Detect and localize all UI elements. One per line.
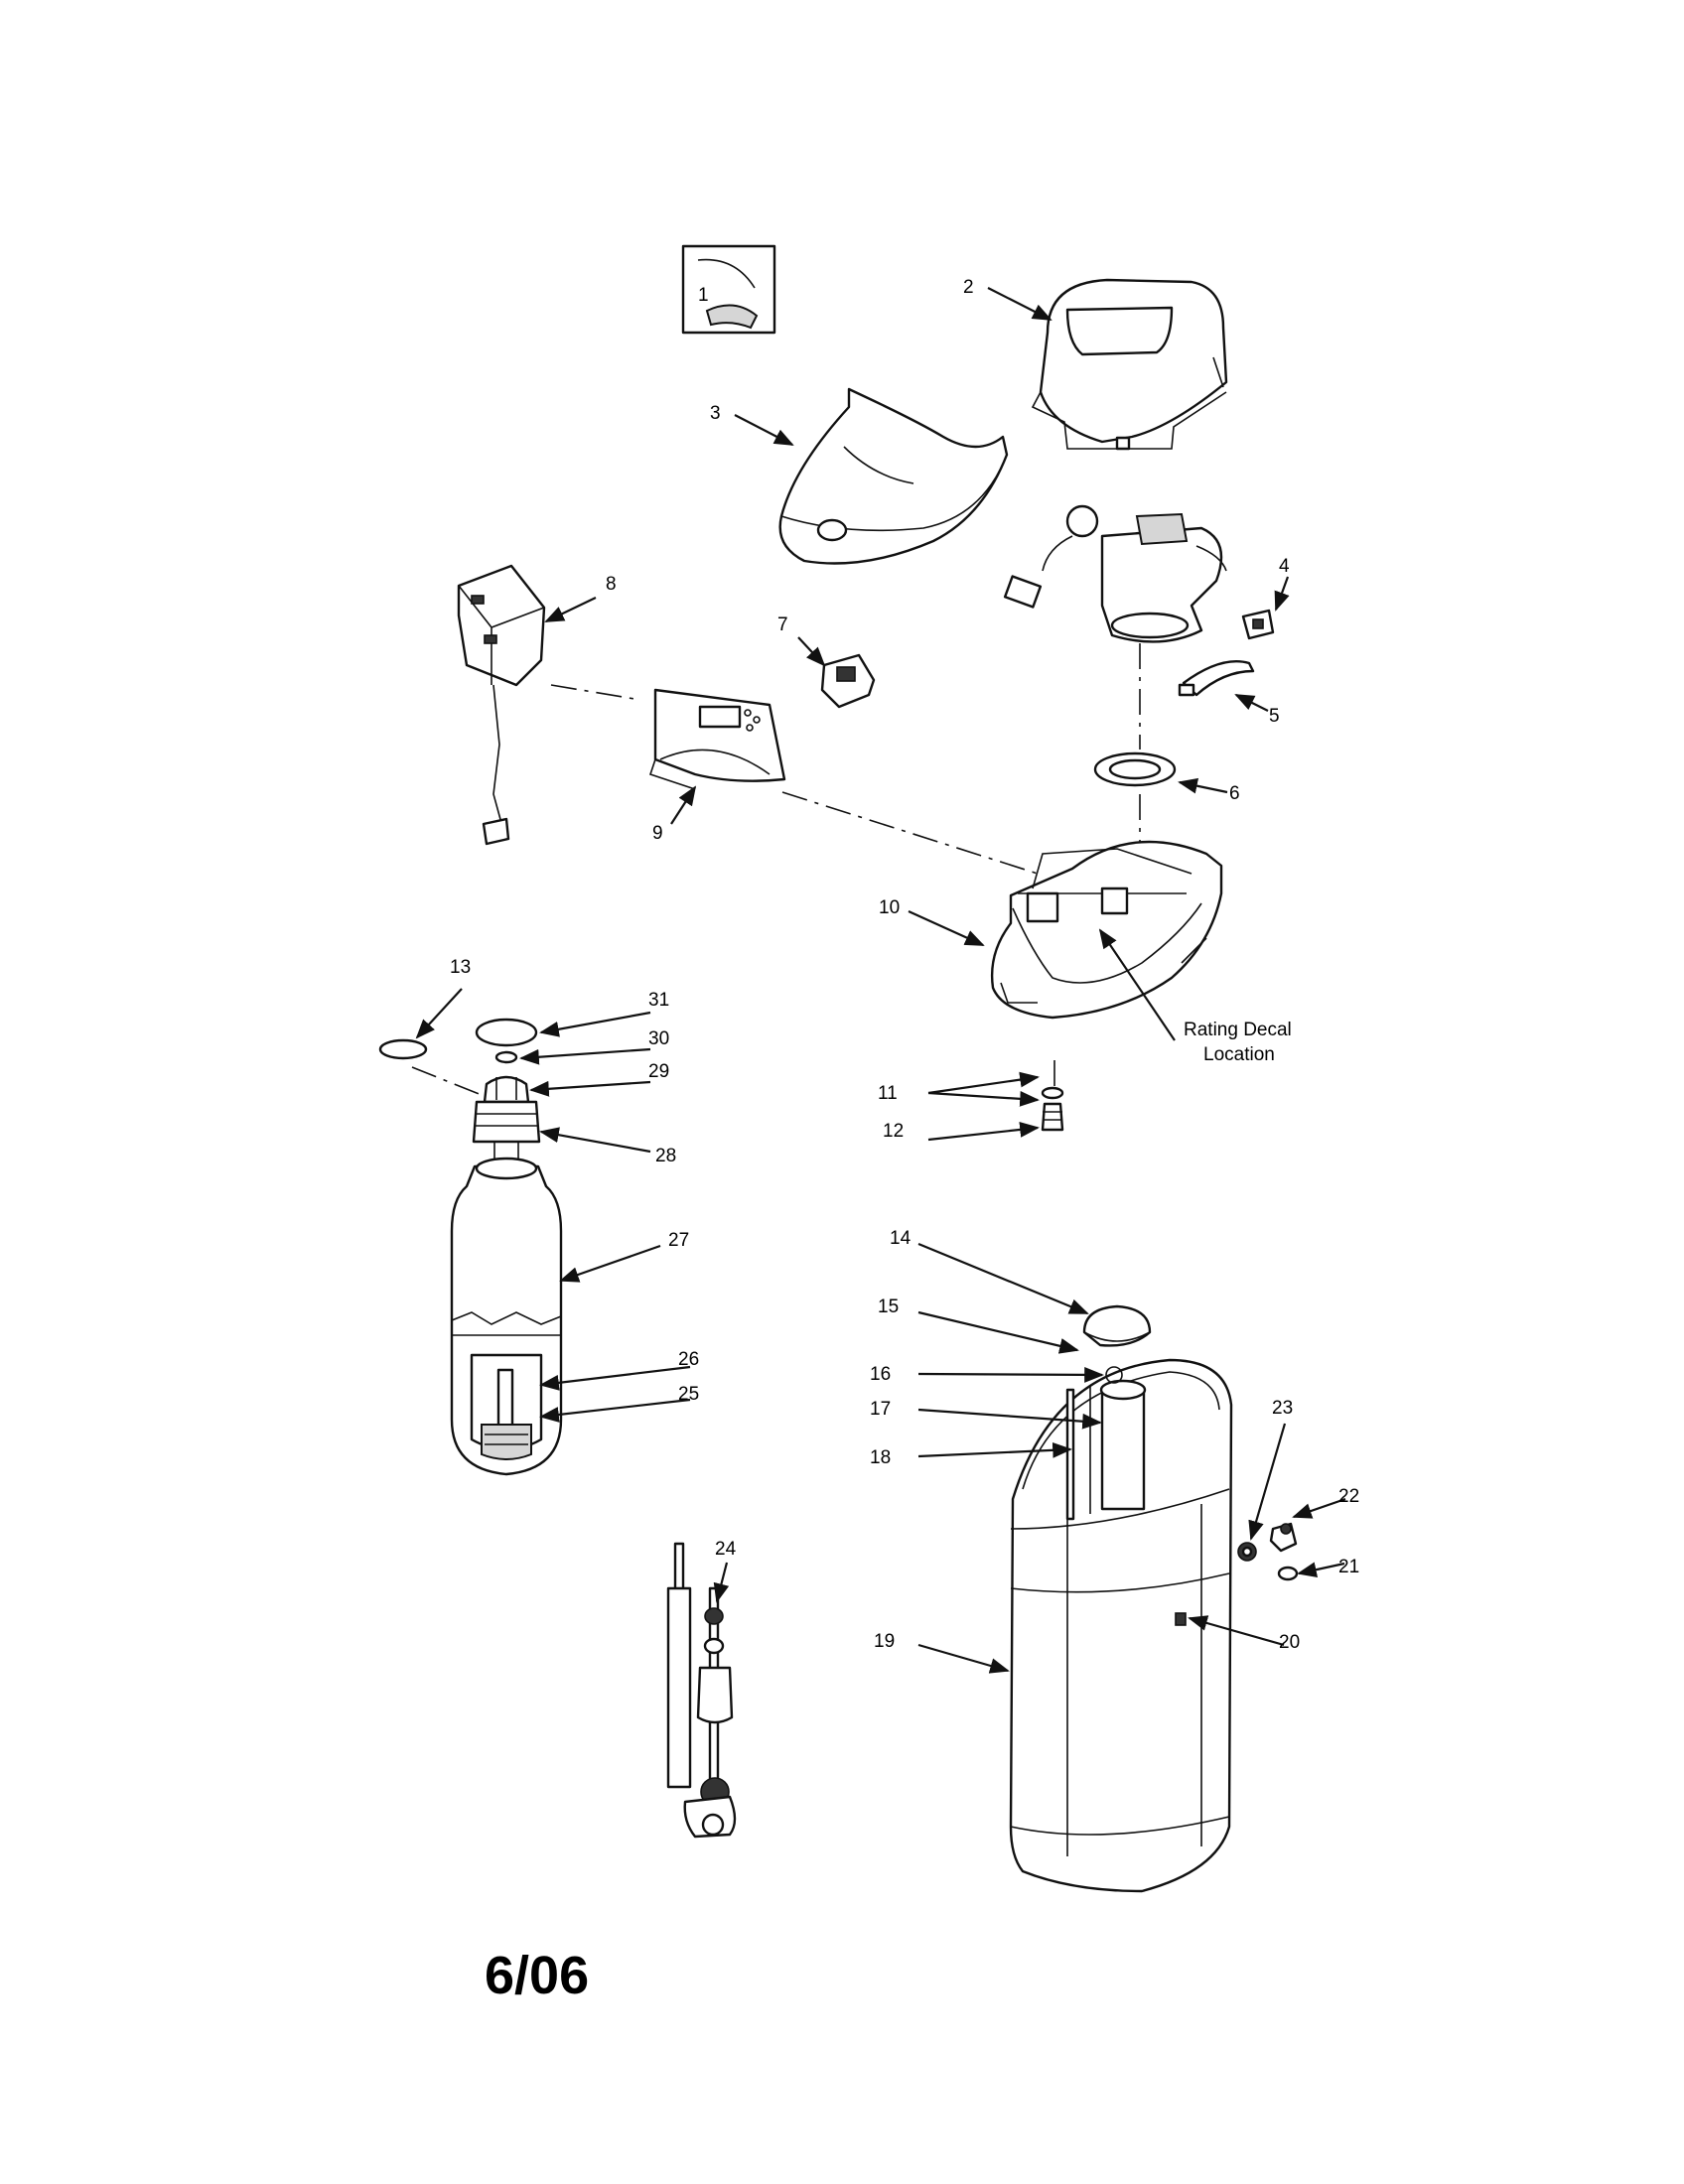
callout-17: 17 (870, 1399, 891, 1420)
alignment-lines (411, 643, 1141, 1117)
part-1-kit-box (681, 244, 776, 335)
callout-8: 8 (606, 574, 617, 595)
callout-22: 22 (1338, 1486, 1359, 1507)
part-20-plug (1175, 1612, 1187, 1626)
callout-1: 1 (698, 285, 709, 306)
part-2-top-cover (1031, 278, 1228, 451)
part-30-ring (494, 1050, 518, 1064)
callout-2: 2 (963, 277, 974, 298)
part-21-clip (1277, 1566, 1299, 1581)
part-5-retainer (1178, 660, 1255, 697)
part-13-screen (378, 1038, 428, 1060)
part-28-collar (472, 1100, 541, 1166)
part-3-front-shroud (778, 387, 1009, 565)
callout-16: 16 (870, 1364, 891, 1385)
part-9-control-panel (648, 688, 786, 790)
callout-31: 31 (648, 990, 669, 1011)
callout-5: 5 (1269, 706, 1280, 727)
date-code: 6/06 (485, 1946, 589, 2005)
callout-9: 9 (652, 823, 663, 844)
rating-decal-label: Rating Decal (1184, 1020, 1292, 1040)
part-31-o-ring (475, 1018, 538, 1047)
callout-7: 7 (777, 614, 788, 635)
callout-28: 28 (655, 1146, 676, 1166)
leader-lines (415, 287, 1346, 1674)
callout-4: 4 (1279, 556, 1290, 577)
callout-24: 24 (715, 1539, 737, 1560)
callout-21: 21 (1338, 1557, 1359, 1577)
callout-23: 23 (1272, 1398, 1293, 1419)
callout-11: 11 (878, 1083, 898, 1104)
callout-20: 20 (1279, 1632, 1300, 1653)
callout-13: 13 (450, 957, 471, 978)
drive-motor-assembly (1003, 504, 1227, 643)
part-8-power-adapter (457, 564, 546, 846)
callout-29: 29 (648, 1061, 669, 1082)
part-7-component (820, 653, 876, 709)
rating-decal-location: Location (1203, 1044, 1275, 1065)
part-22-elbow (1269, 1522, 1298, 1553)
part-11-washer (1041, 1086, 1064, 1100)
part-23-grommet (1237, 1542, 1257, 1562)
part-4-clip (1241, 609, 1275, 640)
part-14-cap (1082, 1304, 1152, 1347)
part-19-brine-tank (1009, 1358, 1233, 1893)
callout-12: 12 (883, 1121, 904, 1142)
part-10-base (990, 840, 1223, 1020)
part-6-seal (1093, 751, 1177, 787)
part-27-resin-tank (450, 1157, 563, 1476)
part-29-top (483, 1075, 530, 1104)
callout-14: 14 (890, 1228, 912, 1249)
callout-labels: 1 2 3 4 5 6 7 8 9 10 Rating Decal Locati… (450, 277, 1359, 1653)
callout-25: 25 (678, 1384, 699, 1405)
callout-19: 19 (874, 1631, 895, 1652)
callout-10: 10 (879, 897, 900, 918)
callout-27: 27 (668, 1230, 689, 1251)
callout-30: 30 (648, 1028, 669, 1049)
callout-15: 15 (878, 1297, 899, 1317)
callout-6: 6 (1229, 783, 1240, 804)
part-24-brine-valve (666, 1542, 737, 1839)
part-12-fitting (1041, 1102, 1064, 1132)
callout-18: 18 (870, 1447, 891, 1468)
callout-26: 26 (678, 1349, 699, 1370)
callout-3: 3 (710, 403, 721, 424)
